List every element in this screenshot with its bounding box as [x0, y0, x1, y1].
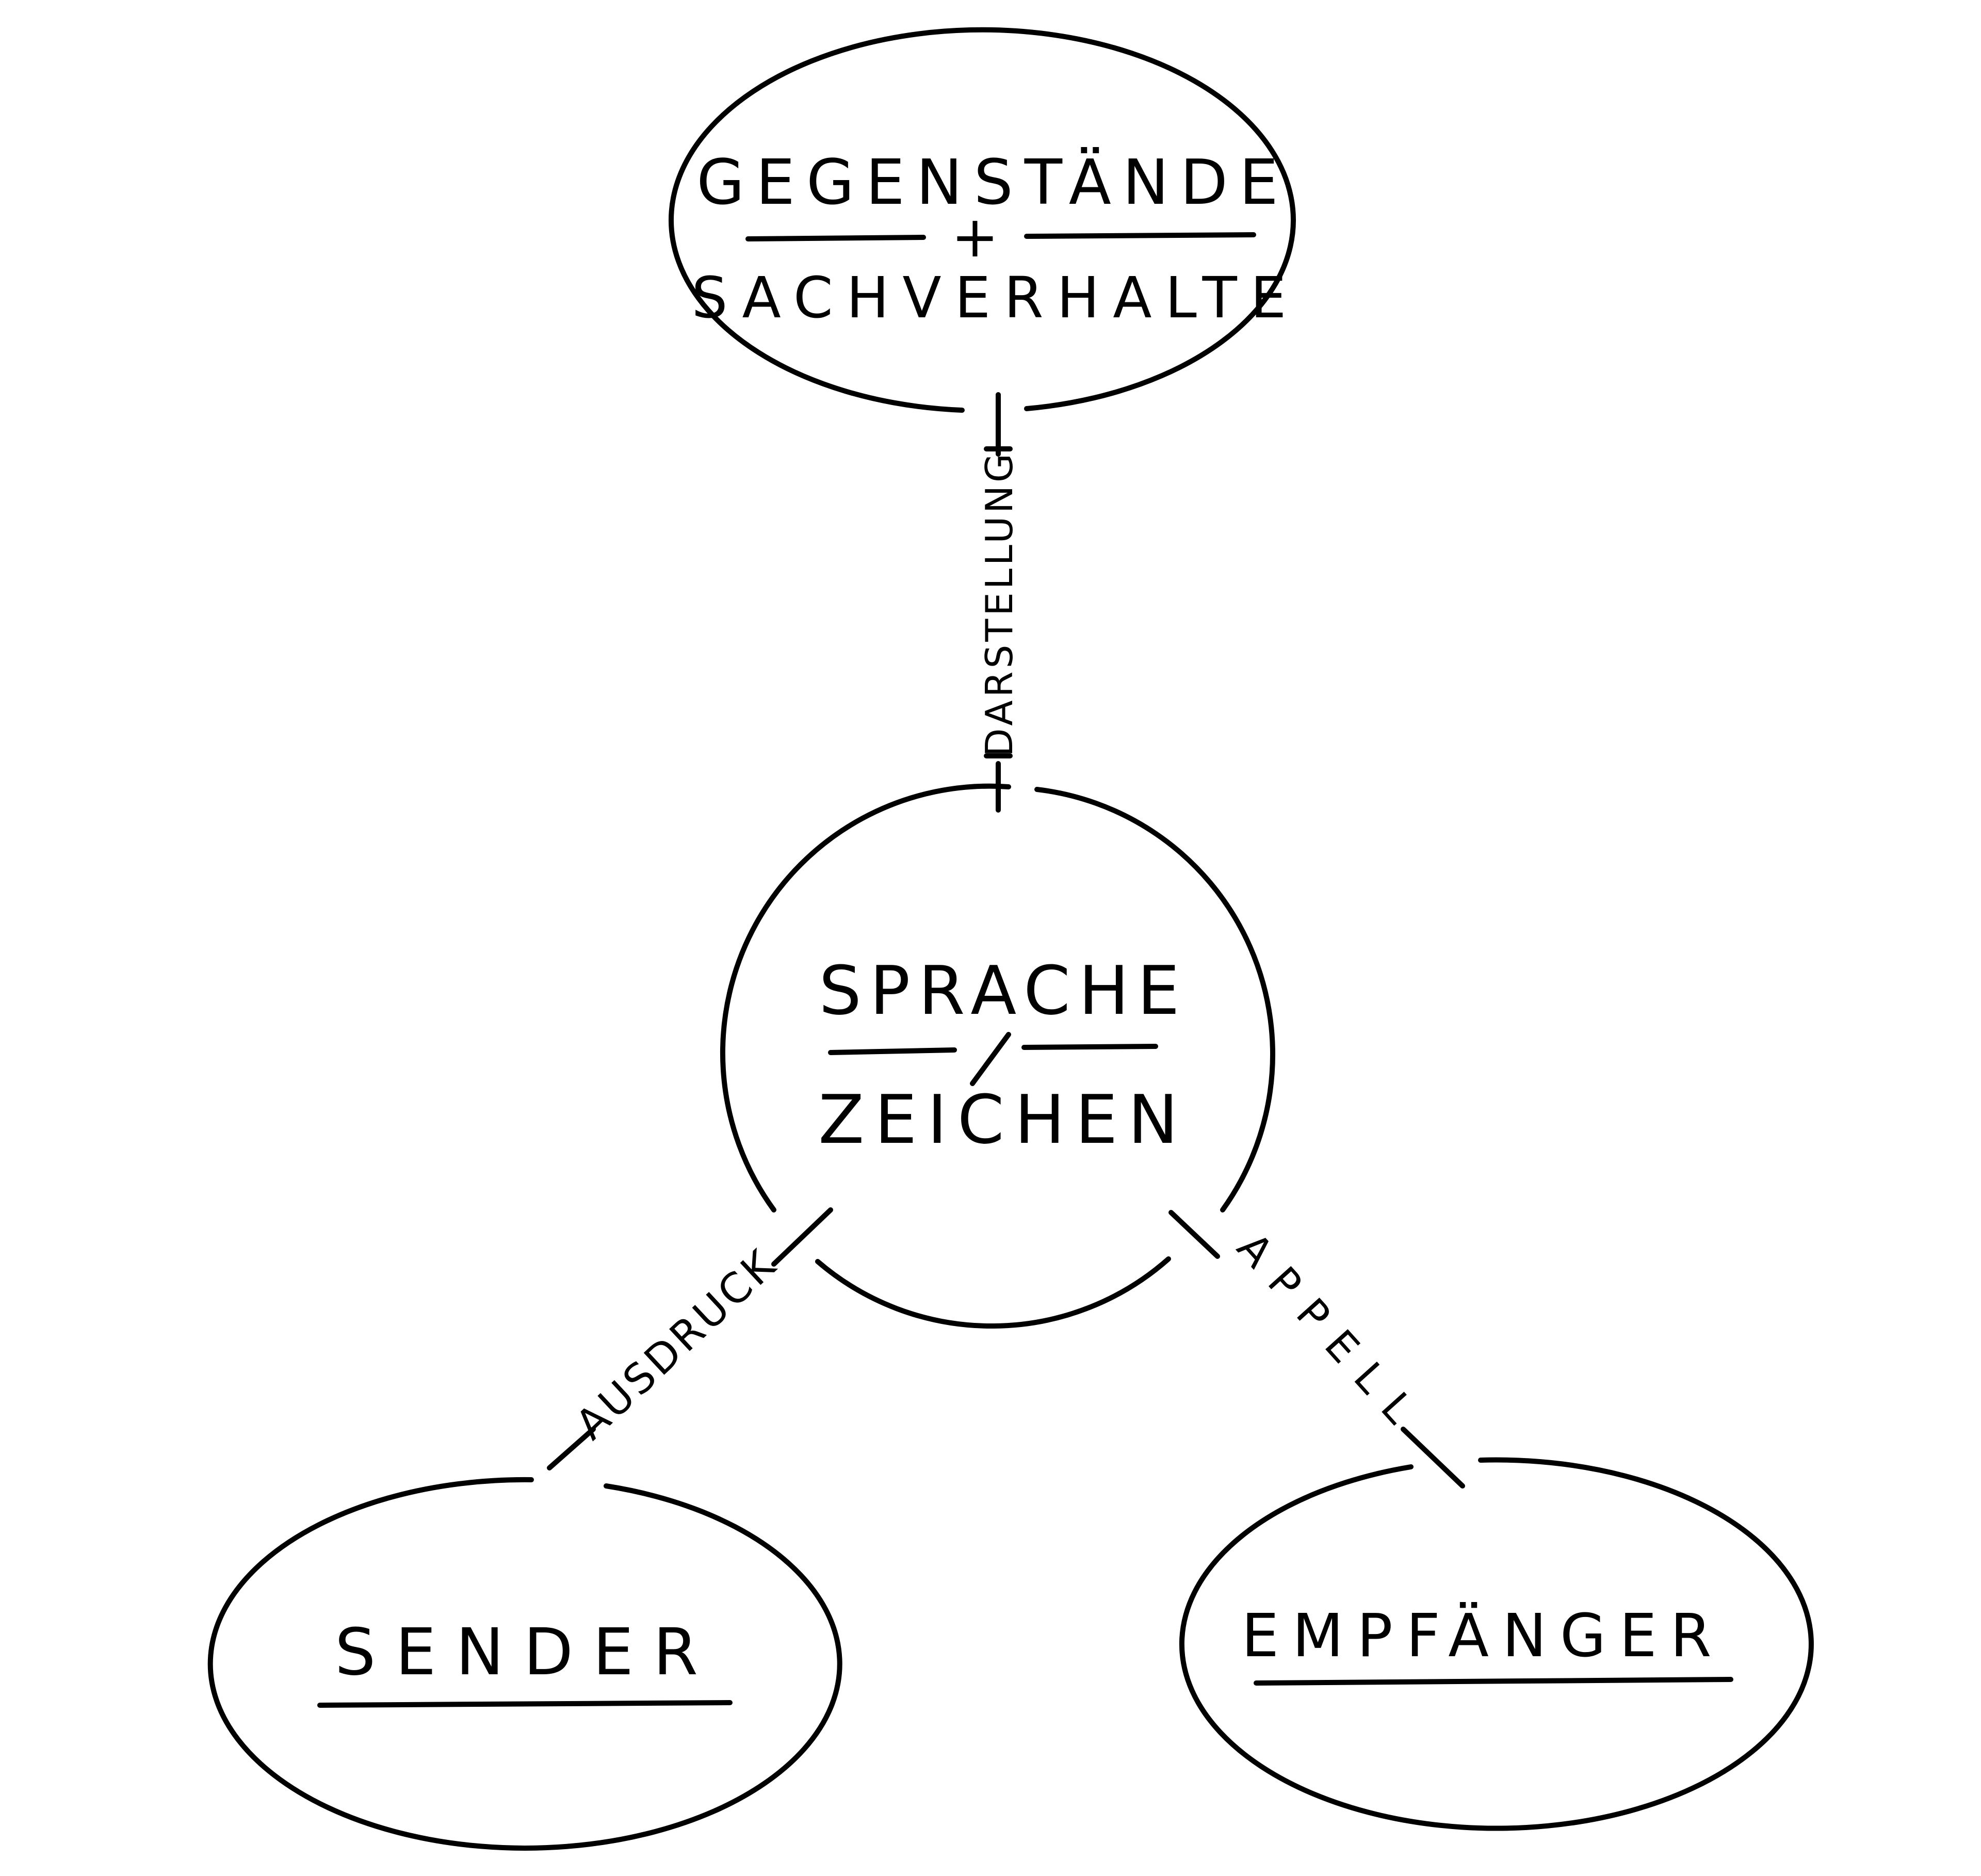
objects-label-line2: SACHVERHALTE	[692, 265, 1300, 331]
center-circle-upper	[720, 783, 1011, 1212]
sender-underline	[317, 1700, 733, 1708]
node-receiver: EMPFÄNGER	[1179, 1457, 1814, 1831]
node-center: SPRACHE ZEICHEN	[720, 783, 1276, 1329]
objects-divider-left	[745, 235, 926, 241]
center-label-line1: SPRACHE	[819, 951, 1188, 1030]
objects-plus: +	[951, 204, 999, 270]
node-sender: SENDER	[207, 1477, 842, 1851]
center-circle-bottom	[815, 1256, 1171, 1329]
darstellung-label: DARSTELLUNG	[978, 450, 1021, 757]
center-divider-left	[828, 1047, 957, 1055]
node-objects: GEGENSTÄNDE + SACHVERHALTE	[669, 27, 1300, 413]
ausdruck-arrow-lower	[547, 1427, 596, 1470]
sender-ellipse	[207, 1477, 842, 1851]
objects-ellipse	[669, 27, 1296, 413]
center-divider-right	[1021, 1044, 1158, 1050]
appell-line-upper	[1168, 1210, 1220, 1259]
receiver-label: EMPFÄNGER	[1241, 1601, 1725, 1671]
center-slash	[970, 1032, 1011, 1086]
objects-label-line1: GEGENSTÄNDE	[696, 147, 1290, 219]
receiver-underline	[1254, 1677, 1733, 1686]
sender-label: SENDER	[335, 1615, 718, 1690]
receiver-ellipse	[1179, 1457, 1814, 1831]
appell-arrow-lower	[1401, 1427, 1465, 1489]
edge-appell: APPELL	[1168, 1210, 1465, 1489]
edge-darstellung: DARSTELLUNG	[978, 392, 1021, 813]
objects-divider-right	[1024, 232, 1256, 239]
appell-label: APPELL	[1228, 1224, 1434, 1446]
ausdruck-line-upper	[771, 1207, 833, 1267]
center-circle-right	[1034, 787, 1276, 1212]
center-label-line2: ZEICHEN	[818, 1080, 1188, 1159]
edge-ausdruck: AUSDRUCK	[547, 1207, 833, 1470]
ausdruck-label: AUSDRUCK	[566, 1239, 786, 1449]
